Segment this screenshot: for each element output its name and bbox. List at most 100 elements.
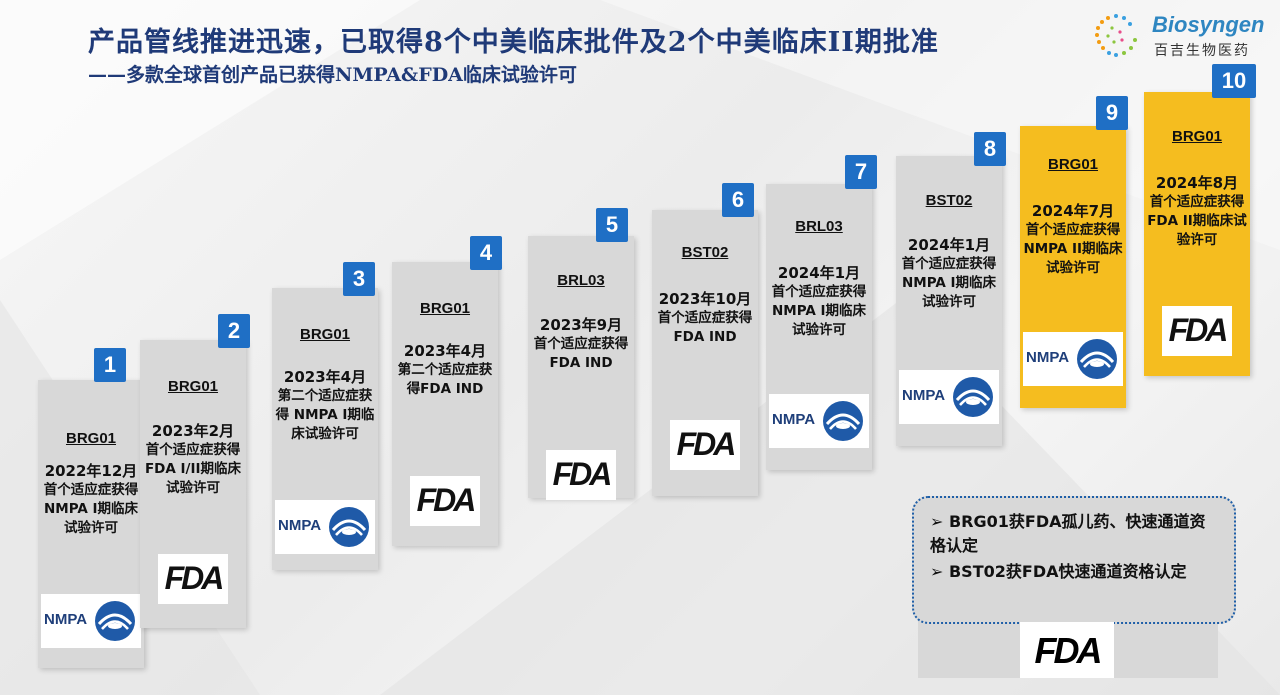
step-number-badge: 5 [596, 208, 628, 242]
milestone-card-1: BRG01 2022年12月首个适应症获得NMPA I期临床试验许可 NMPA [38, 380, 144, 668]
milestone-date: 2024年8月 [1155, 174, 1239, 192]
milestone-text: 首个适应症获得NMPA I期临床试验许可 [771, 284, 867, 338]
milestone-date: 2023年4月 [283, 368, 367, 386]
milestone-text: 首个适应症获得 FDA I/II期临床试验许可 [144, 442, 242, 496]
logo-chinese-name: 百吉生物医药 [1154, 43, 1250, 59]
fda-logo-text: FDA [1034, 630, 1103, 671]
milestone-card-5: BRL03 2023年9月首个适应症获得FDA IND FDA [528, 236, 634, 500]
milestone-description: 2024年7月首个适应症获得NMPA II期临床试验许可 [1020, 202, 1126, 278]
milestone-date: 2023年9月 [539, 316, 623, 334]
product-code: BRG01 [167, 378, 219, 395]
milestone-card-2: BRG01 2023年2月首个适应症获得 FDA I/II期临床试验许可 FDA [140, 340, 246, 628]
milestone-description: 2023年9月首个适应症获得FDA IND [528, 316, 634, 373]
nmpa-emblem-icon [329, 507, 369, 547]
fda-logo-text: FDA [676, 426, 737, 462]
nmpa-logo-text: NMPA [1026, 349, 1070, 366]
product-code: BRG01 [419, 300, 471, 317]
nmpa-emblem-icon [823, 401, 863, 441]
fda-logo: FDA [410, 476, 480, 526]
milestone-text: 首个适应症获得 FDA IND [657, 310, 753, 345]
fda-logo: FDA [1162, 306, 1232, 356]
nmpa-logo: NMPA [41, 594, 141, 648]
step-number-badge: 3 [343, 262, 375, 296]
milestone-text: 首个适应症获得NMPA I期临床试验许可 [43, 482, 139, 536]
product-code: BRG01 [1171, 128, 1223, 145]
milestone-description: 2024年8月首个适应症获得FDA II期临床试验许可 [1144, 174, 1250, 250]
step-number-badge: 1 [94, 348, 126, 382]
step-number-badge: 8 [974, 132, 1006, 166]
page-title: 产品管线推进迅速，已取得8个中美临床批件及2个中美临床II期批准 [88, 27, 939, 58]
step-number-badge: 7 [845, 155, 877, 189]
bullet-arrow-icon: ➢ [930, 512, 944, 531]
milestone-date: 2024年1月 [907, 236, 991, 254]
milestone-card-8: BST02 2024年1月首个适应症获得NMPA I期临床试验许可 NMPA [896, 156, 1002, 446]
milestone-description: 2023年10月首个适应症获得 FDA IND [652, 290, 758, 347]
milestone-date: 2024年7月 [1031, 202, 1115, 220]
milestone-date: 2024年1月 [777, 264, 861, 282]
milestone-date: 2023年2月 [151, 422, 235, 440]
company-logo: Biosyngen 百吉生物医药 [1090, 10, 1270, 60]
nmpa-logo: NMPA [899, 370, 999, 424]
note-item-2-text: BST02获FDA快速通道资格认定 [948, 562, 1187, 581]
milestone-card-3: BRG01 2023年4月第二个适应症获得 NMPA I期临床试验许可 NMPA [272, 288, 378, 570]
fda-logo: FDA [1020, 622, 1114, 678]
fda-logo: FDA [670, 420, 740, 470]
fda-designation-note: ➢ BRG01获FDA孤儿药、快速通道资格认定 ➢ BST02获FDA快速通道资… [912, 496, 1236, 624]
fda-logo: FDA [158, 554, 228, 604]
milestone-description: 2024年1月首个适应症获得NMPA I期临床试验许可 [766, 264, 872, 340]
fda-logo-text: FDA [416, 482, 477, 518]
milestone-date: 2023年4月 [403, 342, 487, 360]
product-code: BRG01 [1047, 156, 1099, 173]
milestone-description: 2023年4月第二个适应症获得FDA IND [392, 342, 498, 399]
logo-wordmark: Biosyngen [1152, 12, 1265, 37]
milestone-text: 首个适应症获得NMPA II期临床试验许可 [1023, 222, 1123, 276]
step-number-badge: 9 [1096, 96, 1128, 130]
product-code: BRG01 [65, 430, 117, 447]
nmpa-logo-text: NMPA [278, 517, 322, 534]
milestone-card-7: BRL03 2024年1月首个适应症获得NMPA I期临床试验许可 NMPA [766, 184, 872, 470]
nmpa-logo-text: NMPA [44, 611, 88, 628]
milestone-text: 首个适应症获得FDA IND [533, 336, 629, 371]
nmpa-emblem-icon [1077, 339, 1117, 379]
milestone-description: 2022年12月首个适应症获得NMPA I期临床试验许可 [38, 462, 144, 538]
nmpa-logo: NMPA [1023, 332, 1123, 386]
step-number-badge: 4 [470, 236, 502, 270]
nmpa-logo-text: NMPA [772, 411, 816, 428]
note-item-1-text: BRG01获FDA孤儿药、快速通道资格认定 [930, 512, 1206, 555]
logo-mark-icon [1095, 14, 1137, 57]
fda-logo-text: FDA [164, 560, 225, 596]
milestone-text: 首个适应症获得NMPA I期临床试验许可 [901, 256, 997, 310]
note-item-2: ➢ BST02获FDA快速通道资格认定 [930, 560, 1220, 584]
nmpa-emblem-icon [95, 601, 135, 641]
product-code: BRG01 [299, 326, 351, 343]
nmpa-logo: NMPA [275, 500, 375, 554]
product-code: BRL03 [795, 218, 843, 235]
milestone-card-9: BRG01 2024年7月首个适应症获得NMPA II期临床试验许可 NMPA [1020, 126, 1126, 408]
page-subtitle: ——多款全球首创产品已获得NMPA&FDA临床试验许可 [88, 64, 577, 86]
milestone-text: 首个适应症获得FDA II期临床试验许可 [1147, 194, 1247, 248]
milestone-card-4: BRG01 2023年4月第二个适应症获得FDA IND FDA [392, 262, 498, 546]
note-item-1: ➢ BRG01获FDA孤儿药、快速通道资格认定 [930, 510, 1220, 558]
nmpa-emblem-icon [953, 377, 993, 417]
milestone-card-6: BST02 2023年10月首个适应症获得 FDA IND FDA [652, 210, 758, 496]
fda-logo-text: FDA [1168, 312, 1229, 348]
step-number-badge: 6 [722, 183, 754, 217]
milestone-card-10: BRG01 2024年8月首个适应症获得FDA II期临床试验许可 FDA [1144, 92, 1250, 376]
milestone-description: 2023年2月首个适应症获得 FDA I/II期临床试验许可 [140, 422, 246, 498]
milestone-description: 2023年4月第二个适应症获得 NMPA I期临床试验许可 [272, 368, 378, 444]
product-code: BST02 [681, 244, 729, 261]
bullet-arrow-icon: ➢ [930, 562, 944, 581]
fda-logo-text: FDA [552, 456, 613, 492]
product-code: BST02 [925, 192, 973, 209]
milestone-text: 第二个适应症获得 NMPA I期临床试验许可 [275, 388, 375, 442]
fda-logo: FDA [546, 450, 616, 500]
nmpa-logo: NMPA [769, 394, 869, 448]
step-number-badge: 10 [1212, 64, 1256, 98]
step-number-badge: 2 [218, 314, 250, 348]
milestone-text: 第二个适应症获得FDA IND [397, 362, 493, 397]
milestone-date: 2022年12月 [44, 462, 138, 480]
product-code: BRL03 [557, 272, 605, 289]
milestone-date: 2023年10月 [658, 290, 752, 308]
milestone-description: 2024年1月首个适应症获得NMPA I期临床试验许可 [896, 236, 1002, 312]
nmpa-logo-text: NMPA [902, 387, 946, 404]
